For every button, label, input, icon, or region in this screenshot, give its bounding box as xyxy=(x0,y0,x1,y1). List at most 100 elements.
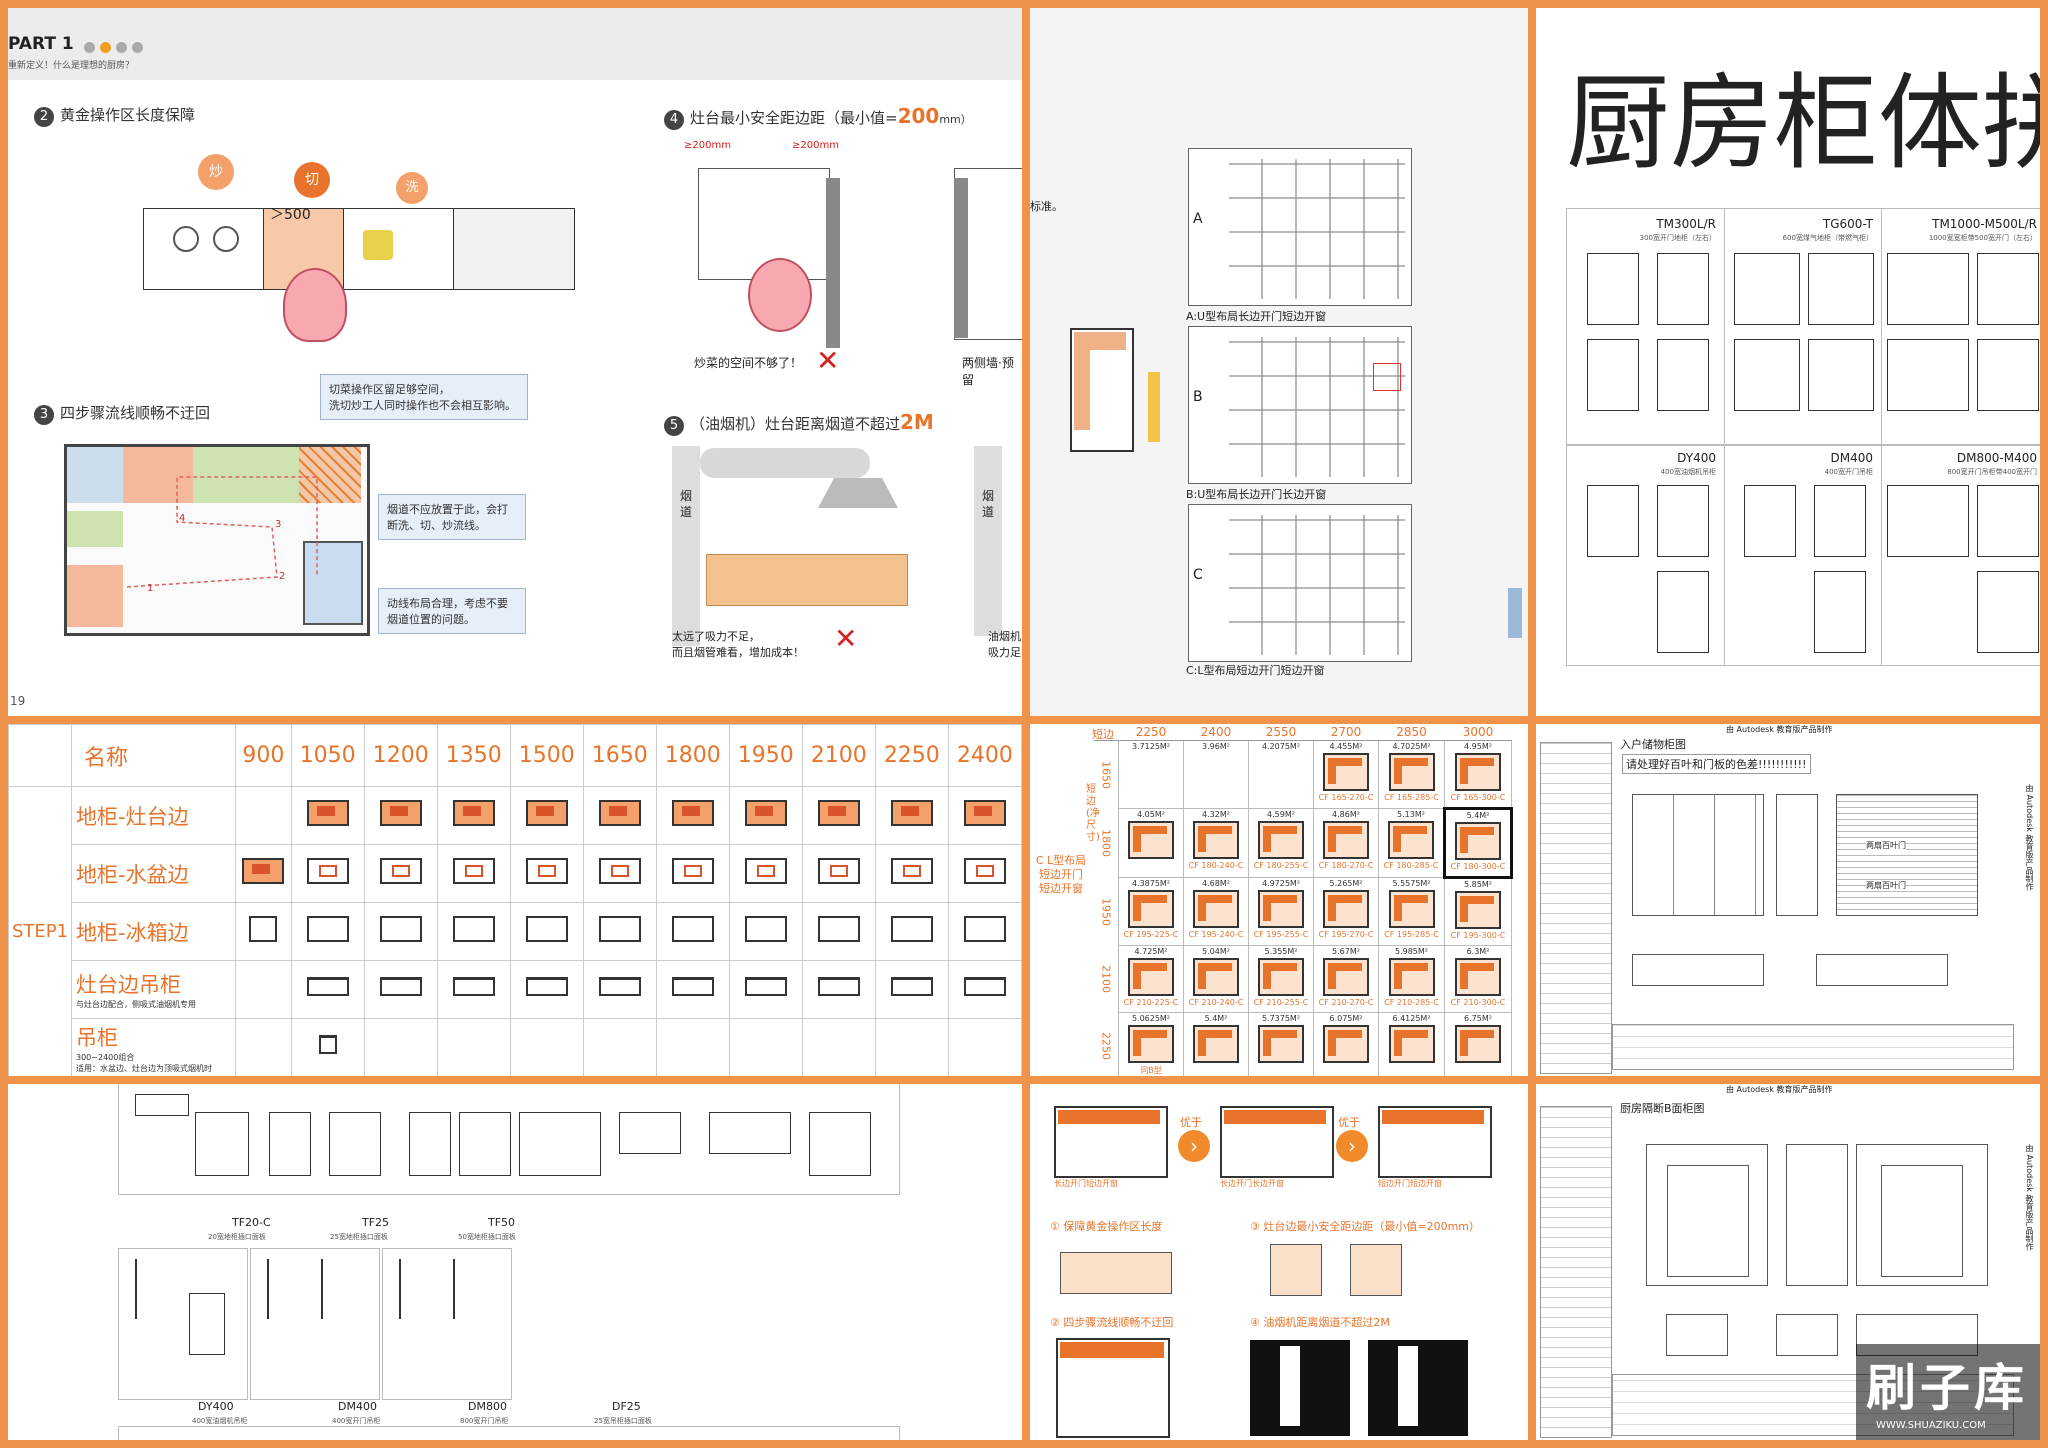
layout-thumbnail xyxy=(1388,1025,1435,1063)
watermark-url: WWW.SHUAZIKU.COM xyxy=(1876,1420,1986,1431)
catalog-strip xyxy=(118,1084,900,1195)
col-header: 2400 xyxy=(1183,724,1249,741)
row-label: 地柜-水盆边 xyxy=(71,844,236,903)
combination-table: 名称 900 1050 1200 1350 1500 1650 1800 195… xyxy=(8,724,1022,1076)
flow-path xyxy=(126,476,318,588)
model-desc: 300宽开门地柜（左右） xyxy=(1639,234,1716,242)
col-width: 2400 xyxy=(947,724,1022,787)
area-value: 6.75M² xyxy=(1464,1014,1492,1023)
layout-code: CF 195-300-C xyxy=(1450,931,1506,940)
duct-column xyxy=(672,446,700,646)
layout-thumbnail xyxy=(1258,821,1304,859)
principle-2: ② 四步骤流线顺畅不迂回 xyxy=(1050,1316,1174,1329)
area-cell: 6.4125M² xyxy=(1378,1012,1445,1076)
flow-point-2: 2 xyxy=(279,571,286,582)
row-label-block: 灶台边吊柜与灶台边配合，侧吸式油烟机专用 xyxy=(71,960,236,1019)
bubble-chao: 炒 xyxy=(198,154,234,190)
cabinet-row xyxy=(706,554,908,606)
part-dots xyxy=(84,38,144,57)
wall-warning: 炒菜的空间不够了！ xyxy=(694,356,803,370)
layout-code: CF 210-285-C xyxy=(1384,998,1439,1007)
area-value: 4.3875M² xyxy=(1131,879,1171,888)
row-label: 地柜-灶台边 xyxy=(71,786,236,845)
area-value: 5.67M² xyxy=(1332,947,1360,956)
person-figure-2 xyxy=(748,258,812,332)
layout-caption-a: 长边开门短边开窗 xyxy=(1054,1179,1118,1188)
model-name: TF20-C xyxy=(232,1216,271,1229)
row-header: 1950 xyxy=(1099,897,1113,926)
catalog-strip-bottom xyxy=(118,1426,900,1440)
area-value: 5.04M² xyxy=(1202,947,1230,956)
model-desc: 400宽开门吊柜 xyxy=(1824,468,1873,476)
model-desc: 25宽地柜插口面板 xyxy=(330,1233,388,1241)
layout-grid-panel: 标准。 A A:U型布局长边开门短边开窗 B B:U型布局长边开门长边开窗 C … xyxy=(1030,8,1528,716)
layout-thumbnail xyxy=(1388,753,1435,791)
model-name: DM400 xyxy=(1830,451,1874,465)
area-value: 4.9725M² xyxy=(1261,879,1301,888)
wrong-mark-2: ✕ xyxy=(834,622,858,655)
catalog-row-bottom: DY400 400宽油烟机吊柜 DM400 400宽开门吊柜 DM800-M40… xyxy=(1566,444,2040,666)
principle-4-illustration-a xyxy=(1250,1340,1350,1436)
layout-plan-b xyxy=(1220,1106,1334,1178)
side-wall xyxy=(826,178,840,348)
part-title: PART 1 xyxy=(8,34,74,54)
grid-letter-c: C xyxy=(1193,567,1203,583)
area-value: 5.4M² xyxy=(1466,811,1490,820)
autodesk-stamp: 由 Autodesk 教育版产品制作 xyxy=(1726,725,1833,734)
flow-point-1: 1 xyxy=(147,583,154,594)
col-width: 1350 xyxy=(436,724,511,787)
model-desc: 400宽开门吊柜 xyxy=(332,1417,381,1425)
layout-thumbnail xyxy=(1388,821,1434,859)
model-card xyxy=(382,1248,512,1400)
storage-cabinet-drawing: 由 Autodesk 教育版产品制作 入户储物柜图 请处理好百叶和门板的色差!!… xyxy=(1536,724,2040,1076)
layout-thumbnail xyxy=(1388,958,1435,996)
area-value: 4.59M² xyxy=(1267,810,1295,819)
area-cell: 4.05M² xyxy=(1118,808,1184,878)
autodesk-side-stamp: 由 Autodesk 教育版产品制作 xyxy=(2025,784,2034,891)
distance-label-b: ≥200mm xyxy=(792,140,839,151)
principle-2-illustration xyxy=(1056,1338,1170,1438)
layout-caption-c: 短边开门短边开窗 xyxy=(1378,1179,1442,1188)
model-desc: 800宽开门吊柜 xyxy=(460,1417,509,1425)
layout-plan-c xyxy=(1378,1106,1492,1178)
layout-code: CF 195-270-C xyxy=(1318,930,1374,939)
layout-thumbnail xyxy=(1128,890,1174,928)
layout-code: CF 195-255-C xyxy=(1253,930,1309,939)
model-name: DF25 xyxy=(612,1400,641,1413)
col-width: 1050 xyxy=(290,724,365,787)
autodesk-side-stamp: 由 Autodesk 教育版产品制作 xyxy=(2025,1144,2034,1251)
better-label-2: 优于 xyxy=(1338,1116,1360,1129)
layout-code: 同B型 xyxy=(1140,1066,1162,1075)
area-value: 4.32M² xyxy=(1202,810,1230,819)
autodesk-stamp: 由 Autodesk 教育版产品制作 xyxy=(1726,1085,1833,1094)
area-cell: 4.9725M² CF 195-255-C xyxy=(1248,877,1314,946)
better-label-1: 优于 xyxy=(1180,1116,1202,1129)
col-width: 1650 xyxy=(582,724,657,787)
area-cell: 6.75M² xyxy=(1444,1012,1512,1076)
col-width: 900 xyxy=(235,724,292,787)
side-wall-2 xyxy=(954,178,968,338)
duct-ok-text: 油烟机吸力足 xyxy=(988,630,1021,659)
model-name: DM800 xyxy=(468,1400,507,1413)
page-header-band xyxy=(8,8,1022,80)
area-value: 5.13M² xyxy=(1397,810,1425,819)
area-value: 5.4M² xyxy=(1204,1014,1228,1023)
side-text: 标准。 xyxy=(1030,200,1063,213)
layout-thumbnail xyxy=(1455,1025,1501,1063)
duct-warning: 太远了吸力不足，而且烟管难看，增加成本！ xyxy=(672,630,804,659)
model-name: TF25 xyxy=(362,1216,390,1229)
cabinet-base-b xyxy=(1816,954,1948,986)
layout-thumbnail xyxy=(1128,1025,1174,1063)
layout-thumbnail xyxy=(1258,1025,1304,1063)
